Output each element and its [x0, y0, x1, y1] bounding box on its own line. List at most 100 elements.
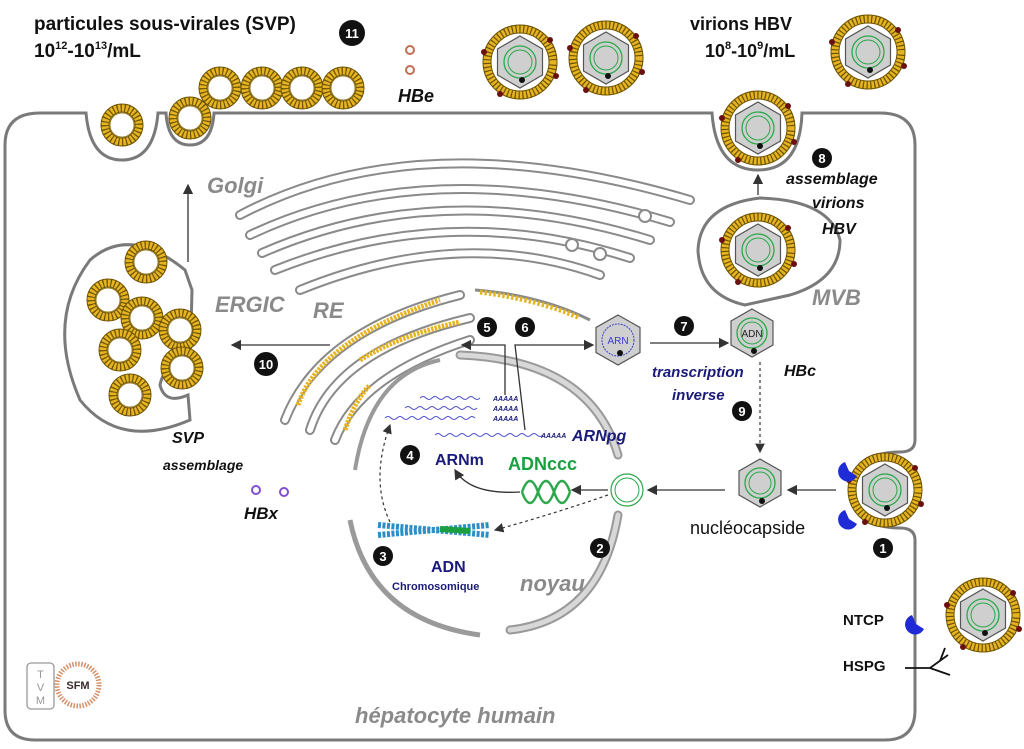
virion-particle	[481, 29, 559, 97]
extracellular-virion	[944, 582, 1022, 650]
step-badges: 1 2 3 4 5 6 7 8 9 10 11	[254, 20, 893, 566]
rna-capsid: ARN	[595, 314, 641, 366]
hbe-particle	[405, 65, 415, 75]
adnccc-label: ADNccc	[508, 454, 577, 474]
hbx-particle	[279, 487, 289, 497]
svg-text:11: 11	[345, 26, 359, 41]
tvm-logo: T V M	[26, 662, 55, 710]
svg-text:2: 2	[596, 541, 603, 556]
hepatocyte-membrane	[3, 111, 917, 742]
mvb-label: MVB	[812, 285, 861, 310]
dna-capsid: ADN	[730, 308, 774, 358]
ntcp-receptor	[838, 510, 857, 530]
sfm-logo: SFM	[54, 661, 102, 709]
svg-text:5: 5	[483, 320, 490, 335]
adn-chromosomique-label: Chromosomique	[392, 581, 479, 593]
assemblage-virions-label: HBV	[822, 221, 857, 238]
svg-text:T: T	[37, 669, 44, 681]
polya-tail: AAAAA	[492, 396, 518, 403]
virions-concentration: 108-109/mL	[705, 40, 795, 61]
ntcp-icon	[905, 615, 924, 635]
svp-assemblage-label: assemblage	[163, 457, 243, 473]
svp-particle	[129, 245, 163, 279]
nucleocapsid	[738, 458, 782, 508]
golgi-apparatus	[235, 158, 695, 295]
polya-tail: AAAAA	[492, 416, 518, 423]
virions-title: virions HBV	[690, 14, 792, 34]
svg-text:1: 1	[879, 541, 886, 556]
hbx-particle	[251, 485, 261, 495]
virion-particle	[567, 25, 645, 93]
adn-capsid-label: ADN	[741, 329, 762, 340]
hspg-icon	[905, 647, 951, 676]
hbc-label: HBc	[784, 363, 816, 380]
nucleocapside-label: nucléocapside	[690, 518, 805, 538]
svp-assemblage-label: SVP	[172, 430, 204, 447]
hspg-label: HSPG	[843, 658, 886, 675]
svg-text:3: 3	[379, 549, 386, 564]
arnpg-label: ARNpg	[571, 428, 626, 445]
assemblage-virions-label: assemblage	[786, 171, 878, 188]
rcdna-circle	[610, 473, 644, 507]
arn-label: ARN	[607, 336, 628, 347]
hepatocyte-label: hépatocyte humain	[355, 703, 555, 728]
ntcp-receptor	[838, 462, 857, 482]
svp-particle	[245, 71, 279, 105]
ergic-compartment	[63, 243, 194, 433]
arrow-encapsidation	[514, 339, 595, 431]
svg-text:M: M	[36, 695, 45, 707]
adn-chromosomique-label: ADN	[431, 559, 466, 576]
svp-particle	[91, 283, 125, 317]
cccdna-icon	[520, 479, 572, 505]
svg-text:10: 10	[259, 357, 273, 372]
noyau-label: noyau	[520, 571, 585, 596]
arrow-integration	[493, 494, 609, 533]
chromosome-icon	[377, 522, 491, 538]
assemblage-virions-label: virions	[812, 195, 865, 212]
svp-particle	[326, 71, 360, 105]
svg-text:V: V	[37, 682, 45, 694]
ntcp-label: NTCP	[843, 612, 884, 629]
svg-text:SFM: SFM	[66, 680, 89, 692]
golgi-label: Golgi	[207, 173, 264, 198]
svp-concentration: 1012-1013/mL	[34, 40, 141, 62]
entering-virion	[846, 457, 924, 525]
arrow-integrated-transcription	[379, 423, 392, 523]
svg-text:7: 7	[680, 319, 687, 334]
svp-particle	[165, 351, 199, 385]
hbe-label: HBe	[398, 86, 434, 106]
arrow-translation	[460, 339, 506, 395]
svp-particle	[163, 313, 197, 347]
ergic-label: ERGIC	[215, 292, 286, 317]
polya-tail: AAAAA	[492, 406, 518, 413]
svp-particle	[285, 71, 319, 105]
svp-particle	[113, 378, 147, 412]
mrna-transcripts	[384, 396, 544, 437]
arrow-transcription	[454, 468, 521, 493]
re-label: RE	[313, 298, 345, 323]
hbx-label: HBx	[244, 504, 280, 523]
nucleus	[347, 350, 623, 638]
svp-particle	[203, 71, 237, 105]
svp-particle	[125, 301, 159, 335]
transcription-label: transcription	[652, 364, 744, 381]
svg-text:6: 6	[521, 320, 528, 335]
svp-particle	[105, 108, 139, 142]
svg-text:4: 4	[406, 448, 414, 463]
mvb-compartment	[696, 196, 842, 307]
hbe-particle	[405, 45, 415, 55]
mvb-virion	[719, 217, 797, 285]
virion-particle	[829, 19, 907, 87]
svp-particle	[173, 101, 207, 135]
polya-tail: AAAAA	[540, 433, 566, 440]
endoplasmic-reticulum	[280, 288, 591, 445]
arnm-label: ARNm	[435, 452, 484, 469]
svp-particle	[103, 333, 137, 367]
budding-virion	[719, 95, 797, 163]
svp-title: particules sous-virales (SVP)	[34, 14, 296, 35]
svg-text:9: 9	[738, 404, 745, 419]
svg-text:8: 8	[818, 151, 825, 166]
transcription-label: inverse	[672, 387, 725, 404]
